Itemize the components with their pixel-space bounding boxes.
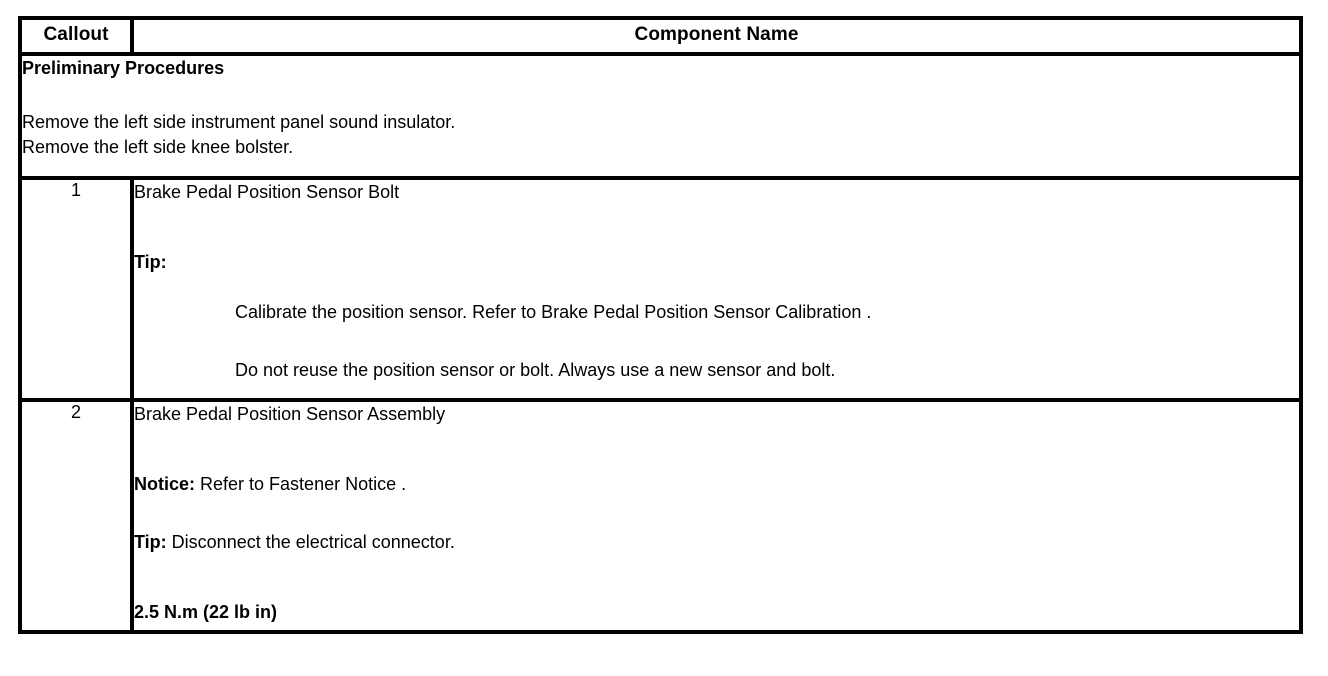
preliminary-procedures-title: Preliminary Procedures (22, 58, 225, 78)
notice-line-2: Notice: Refer to Fastener Notice . (134, 472, 1299, 496)
spacer (134, 426, 1299, 472)
tip-item-1a: Calibrate the position sensor. Refer to … (235, 302, 872, 322)
tip-label-1: Tip: (134, 252, 167, 272)
spacer (134, 204, 1299, 250)
table-header-row: Callout Component Name (18, 16, 1303, 56)
notice-text-2: Refer to Fastener Notice . (195, 474, 407, 494)
preliminary-procedures-cell: Preliminary Procedures Remove the left s… (18, 52, 1303, 180)
preliminary-procedure-line-2: Remove the left side knee bolster. (22, 137, 294, 157)
tip-line-2: Tip: Disconnect the electrical connector… (134, 530, 1299, 554)
callout-number-1: 1 (18, 176, 134, 402)
column-header-component-name: Component Name (130, 16, 1303, 56)
spacer (134, 496, 1299, 530)
notice-label-2: Notice: (134, 474, 196, 494)
torque-specification-2: 2.5 N.m (22 lb in) (134, 602, 278, 622)
tip-item-1b: Do not reuse the position sensor or bolt… (235, 360, 836, 380)
column-header-callout: Callout (18, 16, 134, 56)
tip-label-2: Tip: (134, 532, 167, 552)
component-name-1: Brake Pedal Position Sensor Bolt (134, 182, 400, 202)
spacer (134, 554, 1299, 600)
spacer (134, 324, 1299, 358)
component-cell-1: Brake Pedal Position Sensor Bolt Tip: Ca… (130, 176, 1303, 402)
component-cell-2: Brake Pedal Position Sensor Assembly Not… (130, 398, 1303, 634)
table-row-preliminary: Preliminary Procedures Remove the left s… (18, 52, 1303, 180)
spacer (134, 274, 1299, 300)
table-row: 2 Brake Pedal Position Sensor Assembly N… (18, 398, 1303, 634)
table-row: 1 Brake Pedal Position Sensor Bolt Tip: … (18, 176, 1303, 402)
preliminary-procedure-line-1: Remove the left side instrument panel so… (22, 112, 456, 132)
service-procedure-table: Callout Component Name Preliminary Proce… (18, 16, 1303, 634)
component-name-2: Brake Pedal Position Sensor Assembly (134, 404, 446, 424)
tip-text-2: Disconnect the electrical connector. (166, 532, 455, 552)
callout-number-2: 2 (18, 398, 134, 634)
